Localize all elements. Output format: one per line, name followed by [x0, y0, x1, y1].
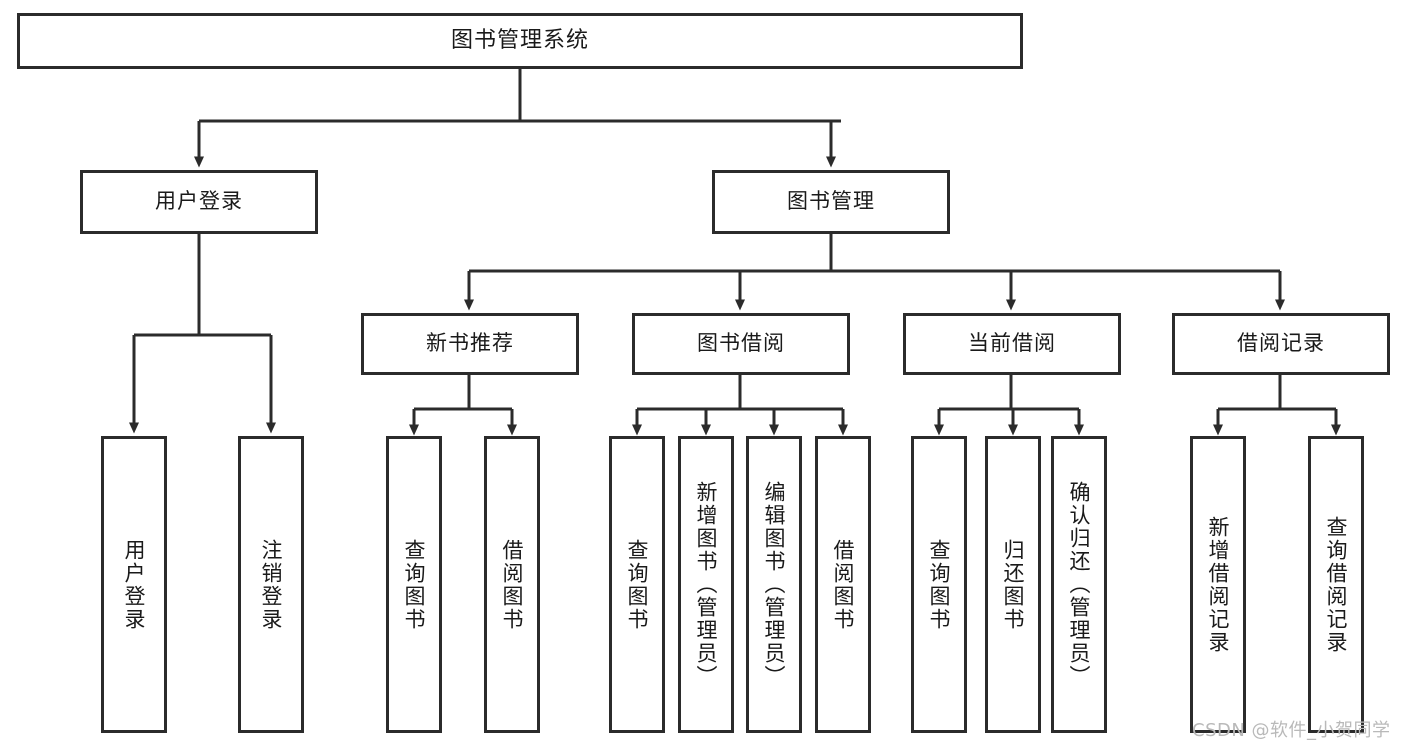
node-leaf-add-book[interactable]: 新增图书（管理员） [678, 436, 734, 733]
node-new-book-rec-label: 新书推荐 [426, 331, 514, 356]
node-leaf-query-record-label: 查询借阅记录 [1324, 515, 1349, 654]
node-book-manage[interactable]: 图书管理 [712, 170, 950, 234]
node-leaf-confirm-return-label: 确认归还（管理员） [1067, 481, 1092, 688]
node-new-book-rec[interactable]: 新书推荐 [361, 313, 579, 375]
node-book-manage-label: 图书管理 [787, 189, 875, 214]
node-leaf-query-book-rec-label: 查询图书 [402, 538, 427, 631]
node-book-borrow-label: 图书借阅 [697, 331, 785, 356]
node-leaf-query-book-cb-label: 查询图书 [927, 538, 952, 631]
node-current-borrow-label: 当前借阅 [968, 331, 1056, 356]
node-leaf-borrow-book-bb-label: 借阅图书 [831, 538, 856, 631]
node-leaf-query-record[interactable]: 查询借阅记录 [1308, 436, 1364, 733]
node-leaf-add-record-label: 新增借阅记录 [1206, 515, 1231, 654]
node-borrow-record[interactable]: 借阅记录 [1172, 313, 1390, 375]
node-leaf-borrow-book-rec[interactable]: 借阅图书 [484, 436, 540, 733]
node-leaf-logout[interactable]: 注销登录 [238, 436, 304, 733]
node-leaf-query-book-cb[interactable]: 查询图书 [911, 436, 967, 733]
node-user-login-label: 用户登录 [155, 189, 243, 214]
node-root[interactable]: 图书管理系统 [17, 13, 1023, 69]
node-leaf-user-login[interactable]: 用户登录 [101, 436, 167, 733]
node-root-label: 图书管理系统 [450, 27, 589, 53]
node-borrow-record-label: 借阅记录 [1237, 331, 1325, 356]
node-leaf-return-book[interactable]: 归还图书 [985, 436, 1041, 733]
node-leaf-query-book-bb[interactable]: 查询图书 [609, 436, 665, 733]
node-leaf-borrow-book-rec-label: 借阅图书 [500, 538, 525, 631]
csdn-watermark: CSDN @软件_小贺同学 [1192, 720, 1391, 741]
node-leaf-query-book-bb-label: 查询图书 [625, 538, 650, 631]
node-leaf-query-book-rec[interactable]: 查询图书 [386, 436, 442, 733]
node-leaf-add-record[interactable]: 新增借阅记录 [1190, 436, 1246, 733]
node-user-login[interactable]: 用户登录 [80, 170, 318, 234]
node-leaf-add-book-label: 新增图书（管理员） [694, 481, 719, 688]
node-leaf-return-book-label: 归还图书 [1001, 538, 1026, 631]
node-leaf-edit-book-label: 编辑图书（管理员） [762, 481, 787, 688]
node-leaf-user-login-label: 用户登录 [122, 538, 147, 631]
node-current-borrow[interactable]: 当前借阅 [903, 313, 1121, 375]
node-leaf-borrow-book-bb[interactable]: 借阅图书 [815, 436, 871, 733]
node-leaf-logout-label: 注销登录 [259, 538, 284, 631]
node-leaf-edit-book[interactable]: 编辑图书（管理员） [746, 436, 802, 733]
node-book-borrow[interactable]: 图书借阅 [632, 313, 850, 375]
node-leaf-confirm-return[interactable]: 确认归还（管理员） [1051, 436, 1107, 733]
